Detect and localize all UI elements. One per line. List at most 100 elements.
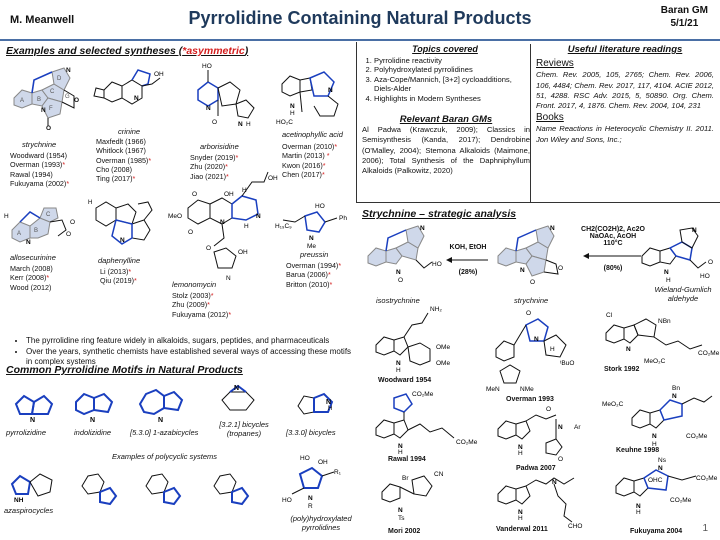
svg-text:O: O [74,97,79,104]
svg-text:A: A [20,98,24,104]
ref-item: Barua (2006)* [286,270,331,280]
ref-item: Wood (2012) [10,282,52,292]
svg-text:OMe: OMe [436,360,450,367]
svg-text:H: H [636,509,641,516]
crinine-structure: OH N [90,60,170,120]
ref-item: Zhu (2020)* [190,162,228,172]
svg-text:H: H [328,406,332,412]
svg-text:A: A [17,231,21,237]
svg-text:N: N [398,443,403,450]
mori-label: Mori 2002 [388,528,421,535]
literature-panel: Useful literature readings Reviews Chem.… [536,44,714,145]
svg-text:N: N [326,399,331,406]
svg-text:Me: Me [307,243,316,250]
fukuyama-label: Fukuyama 2004 [630,528,683,535]
svg-text:NH₂: NH₂ [430,306,442,313]
svg-text:CO₂Me: CO₂Me [696,475,718,482]
ref-item: Stolz (2003)* [172,291,214,300]
svg-text:Br: Br [402,475,409,482]
ref-item: Snyder (2019)* [190,153,239,162]
acetinophyllic-acid-refs: Overman (2010)* Martin (2013) * Kwon (20… [282,142,337,179]
svg-text:ᵗBuO: ᵗBuO [560,360,574,367]
svg-text:R: R [308,503,313,510]
pyrrolizidine-structure: N [10,388,60,424]
intro-bullets: The pyrrolidine ring feature widely in a… [8,336,353,368]
reaction-arrow-1: KOH, EtOH (28%) [446,244,490,276]
svg-text:N: N [308,495,313,502]
svg-text:N: N [420,225,425,232]
svg-text:MeO₂C: MeO₂C [602,401,624,408]
page-number: 1 [702,523,708,534]
svg-text:C: C [46,212,51,218]
author-name: M. Meanwell [10,14,75,26]
azaspirocycle-label: azaspirocycles [4,506,54,515]
rawal-label: Rawal 1994 [388,456,426,463]
bicyclo330-structure: N H [292,386,342,422]
svg-text:HO: HO [315,203,325,210]
examples-heading: Examples and selected syntheses (*asymme… [6,45,249,57]
allosecurinine-label: allosecurinine [10,253,56,262]
date-label: 5/1/21 [670,18,699,29]
svg-text:N: N [552,479,557,486]
svg-text:N: N [120,237,125,244]
svg-text:NBn: NBn [658,318,671,325]
svg-text:N: N [658,465,663,472]
svg-text:D: D [57,76,62,82]
svg-text:Ns: Ns [658,457,667,464]
ref-item: Overman (1994)* [286,261,342,270]
svg-text:Ar: Ar [574,424,581,431]
svg-text:N: N [238,121,243,128]
svg-text:O: O [546,406,551,413]
svg-text:MeO₂C: MeO₂C [644,358,666,365]
svg-text:H: H [242,187,247,194]
svg-text:CO₂Me: CO₂Me [456,439,478,446]
svg-text:NMe: NMe [520,386,534,393]
woodward-label: Woodward 1954 [378,377,432,384]
column-divider [356,42,357,202]
topics-heading: Topics covered [412,44,478,54]
azabicycle-structure: N [136,386,192,424]
svg-text:CO₂Me: CO₂Me [412,391,434,398]
polycycle-1-structure [76,466,120,506]
svg-text:HO: HO [282,497,292,504]
svg-text:CN: CN [434,471,444,478]
svg-text:N: N [26,239,31,246]
svg-text:N: N [398,507,403,514]
group-meeting-info: Baran GM 5/1/21 [661,4,708,30]
azabicycle-label: [5.3.0] 1-azabicycles [130,428,199,437]
indolizidine-label: indolizidine [74,428,112,437]
preussin-label: preussin [300,250,329,259]
svg-text:O: O [70,219,75,226]
svg-text:H₁₉C₉: H₁₉C₉ [275,223,292,230]
svg-text:OH: OH [268,175,278,182]
arrow2-conditions-2: NaOAc, AcOH [589,233,637,240]
bicyclo330-label: [3.3.0] bicycles [286,428,336,437]
svg-text:O: O [526,310,531,317]
books-text: Name Reactions in Heterocyclic Chemistry… [536,124,714,144]
svg-text:N: N [550,225,555,232]
bullet-item: Over the years, synthetic chemists have … [26,347,353,368]
stork-label: Stork 1992 [604,366,640,373]
header-rule [0,39,720,41]
svg-text:H: H [246,121,251,128]
svg-text:N: N [518,444,523,451]
svg-text:O: O [558,456,563,463]
ref-item: Martin (2013) * [282,151,330,161]
svg-text:N: N [220,219,225,226]
tropane-structure: N [216,382,264,418]
svg-text:HO₂C: HO₂C [276,119,293,126]
svg-text:N: N [626,346,631,353]
pyrrolizidine-label: pyrrolizidine [6,428,47,437]
arrow1-yield: (28%) [458,269,478,276]
group-label: Baran GM [660,5,708,16]
svg-text:H: H [518,450,523,457]
arrow1-conditions: KOH, EtOH [449,244,487,251]
ref-item: Whitlock (1967) [96,146,146,156]
wieland-gumlich-label: Wieland-Gumlich aldehyde [654,285,712,303]
